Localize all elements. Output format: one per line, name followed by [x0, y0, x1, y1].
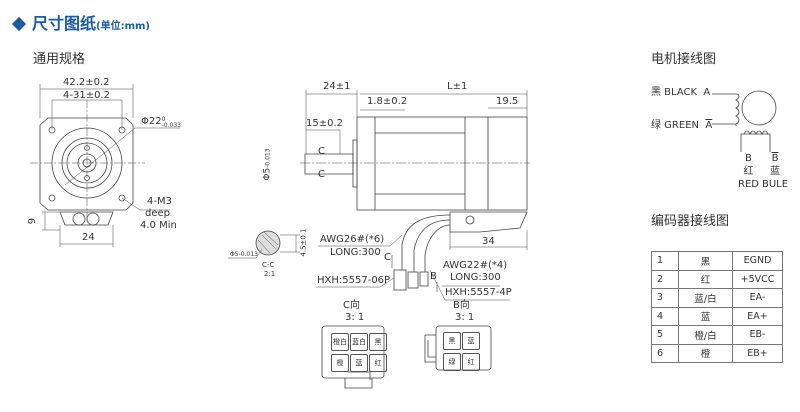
pin-number: 4	[651, 306, 679, 326]
motor-wiring-diagram	[712, 90, 777, 152]
pin-cell: 绿	[443, 353, 461, 371]
thread-spec: 4-M3	[147, 196, 172, 207]
section-scale: 2:1	[264, 270, 276, 278]
pin-cell: 红	[462, 353, 480, 371]
dim-24: 24	[82, 232, 95, 243]
dim-encoder: 34	[482, 236, 495, 247]
motor-wiring-heading: 电机接线图	[651, 52, 717, 67]
section-mark-bottom: C	[318, 169, 325, 180]
pin-cell: 黑	[369, 333, 387, 351]
title-text: 尺寸图纸	[32, 14, 97, 33]
dim-rear: 19.5	[496, 96, 519, 107]
dim-flange: 1.8±0.2	[367, 96, 408, 107]
connector-drawings	[321, 325, 492, 389]
section-label: C-C	[262, 261, 275, 269]
front-view-drawing	[30, 84, 180, 247]
section-drawing	[228, 230, 300, 259]
signal: EA-	[732, 288, 783, 308]
pin-cell: 橙白	[331, 333, 349, 351]
dim-flat: 15±0.2	[306, 118, 344, 129]
pin-cell: 蓝	[350, 354, 368, 372]
pin-cell: 红	[369, 354, 387, 372]
pin-cell: 橙	[331, 354, 349, 372]
pin-number: 3	[651, 288, 679, 308]
connector-b-scale: 3: 1	[455, 312, 475, 323]
pin-cell: 蓝	[462, 332, 480, 350]
pin-number: 5	[651, 325, 679, 345]
connector-c-scale: 3: 1	[345, 312, 365, 323]
connector-b-pins: 黑蓝绿红	[443, 332, 480, 371]
pin-number: 6	[651, 343, 679, 363]
side-view-drawing	[300, 90, 530, 301]
pin-cell: 蓝白	[350, 333, 368, 351]
thread-deep: deep	[145, 208, 170, 219]
front-view-heading: 通用规格	[33, 52, 86, 67]
unit-text: (单位:mm)	[96, 21, 150, 32]
wire-color: 橙/白	[678, 325, 733, 345]
dim-holes: 4-31±0.2	[63, 90, 110, 101]
thread-depth: 4.0 Min	[140, 220, 177, 231]
cable1-awg: AWG26#(*6)	[320, 234, 385, 245]
phase-a-label: 黑 BLACK A	[651, 87, 711, 98]
signal: EB-	[732, 325, 783, 345]
encoder-wiring-heading: 编码器接线图	[651, 214, 730, 229]
signal: EGND	[732, 251, 783, 271]
connector-c-title: C向	[343, 300, 360, 311]
wire-color: 蓝	[678, 306, 733, 326]
wire-color: 红	[678, 269, 733, 289]
dim-shaft-dia: Φ5-0.013	[262, 148, 273, 181]
dim-body-length: L±1	[447, 81, 468, 92]
signal: +5VCC	[732, 269, 783, 289]
signal: EA+	[732, 306, 783, 326]
pin-number: 2	[651, 269, 679, 289]
pin-number: 1	[651, 251, 679, 271]
cable1-connector: HXH:5557-06P	[317, 275, 391, 286]
connector-b-title: B向	[453, 300, 470, 311]
connector-c-pins: 橙白蓝白黑橙蓝红	[331, 333, 387, 372]
dim-9: 9	[27, 217, 39, 225]
dim-width: 42.2±0.2	[63, 77, 110, 88]
view-arrow-b: B	[430, 271, 437, 282]
dim-pilot: Φ220-0.033	[141, 116, 181, 129]
cable2-length: LONG:300	[450, 272, 501, 283]
pin-cell: 黑	[443, 332, 461, 350]
wire-color: 橙	[678, 343, 733, 363]
signal: EB+	[732, 343, 783, 363]
cable2-connector: HXH:5557-4P	[445, 287, 512, 298]
wire-color: 黑	[678, 251, 733, 271]
section-mark-top: C	[318, 146, 325, 157]
cable1-length: LONG:300	[330, 247, 381, 258]
view-arrow-c: C	[384, 252, 391, 263]
dim-shaft-length: 24±1	[323, 81, 351, 92]
section-title: 尺寸图纸 (单位:mm)	[10, 10, 150, 34]
section-dim-flat: 4.5±0.1	[299, 228, 308, 257]
wire-color: 蓝/白	[678, 288, 733, 308]
phase-abar-label: 绿 GREEN A	[651, 120, 713, 131]
section-dia: Φ5-0.013	[230, 251, 258, 258]
cable2-awg: AWG22#(*4)	[443, 260, 508, 271]
